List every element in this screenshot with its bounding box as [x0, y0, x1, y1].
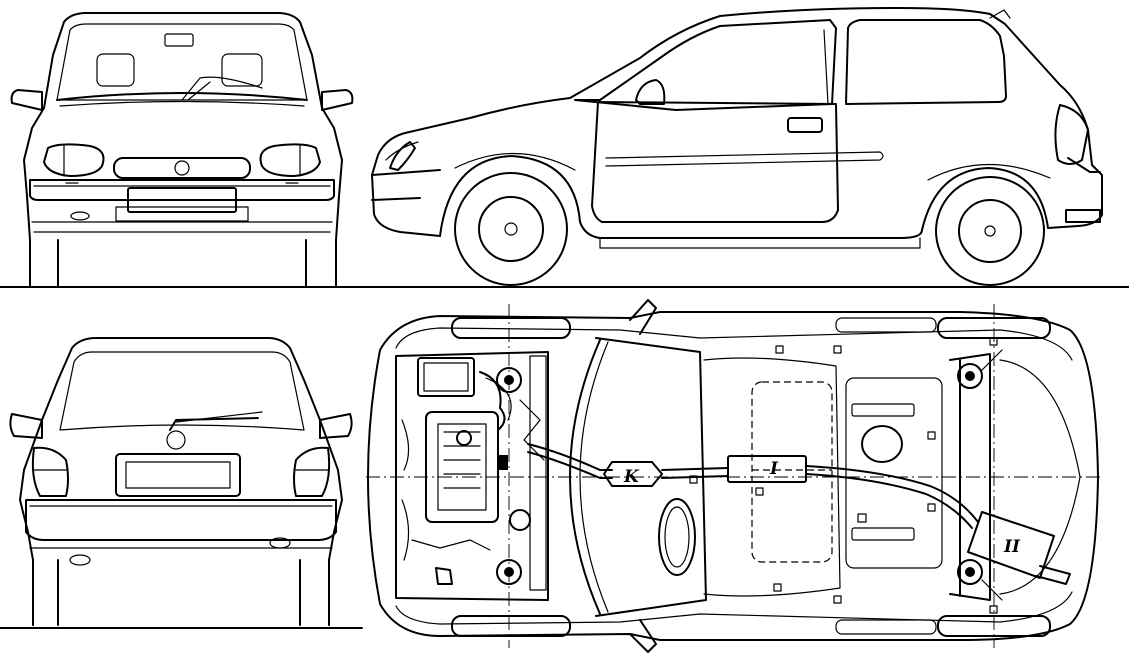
front-view: [10, 12, 354, 288]
label-catalytic-converter: K: [623, 467, 640, 487]
underside-view: K I II: [366, 299, 1104, 653]
label-front-silencer: I: [769, 459, 779, 479]
side-view: [371, 7, 1103, 286]
clip-marks: [689, 337, 998, 614]
rear-view: [9, 337, 353, 626]
label-rear-silencer: II: [1003, 537, 1021, 557]
ground-lines: [0, 286, 1129, 629]
